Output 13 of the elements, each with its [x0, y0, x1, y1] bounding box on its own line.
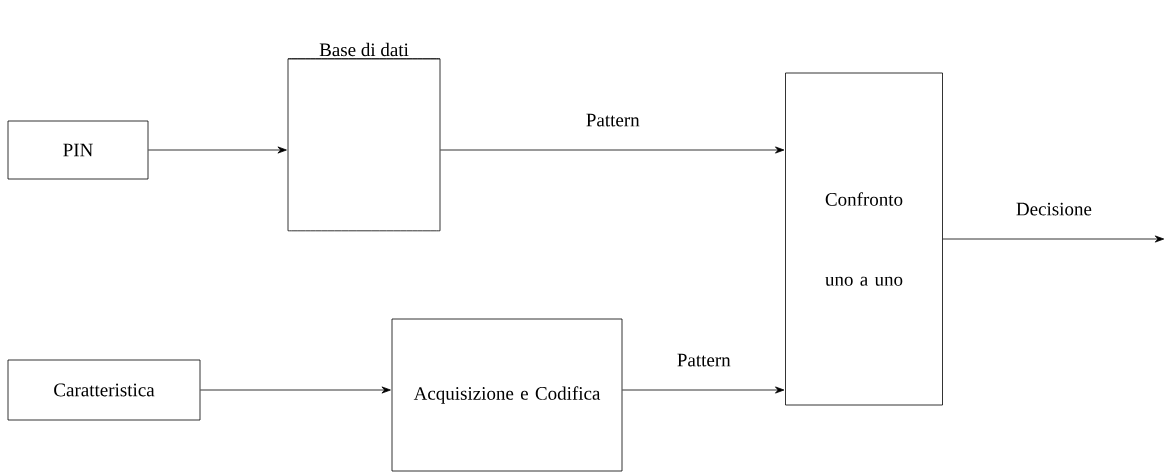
edge-label: Pattern — [586, 113, 640, 127]
edge-label: Decisione — [1016, 202, 1092, 216]
database-cylinder: Base di dati — [287, 42, 441, 232]
process-box: PIN — [7, 120, 149, 180]
process-box: Caratteristica — [7, 359, 201, 421]
edge-label: Pattern — [677, 353, 731, 367]
arrow — [622, 386, 785, 394]
arrow — [200, 386, 391, 394]
arrow — [440, 146, 785, 154]
process-box: Confronto uno a uno — [785, 72, 943, 406]
arrow — [942, 235, 1165, 243]
arrow — [148, 146, 287, 154]
process-box: Acquisizione e Codifica — [391, 318, 623, 472]
